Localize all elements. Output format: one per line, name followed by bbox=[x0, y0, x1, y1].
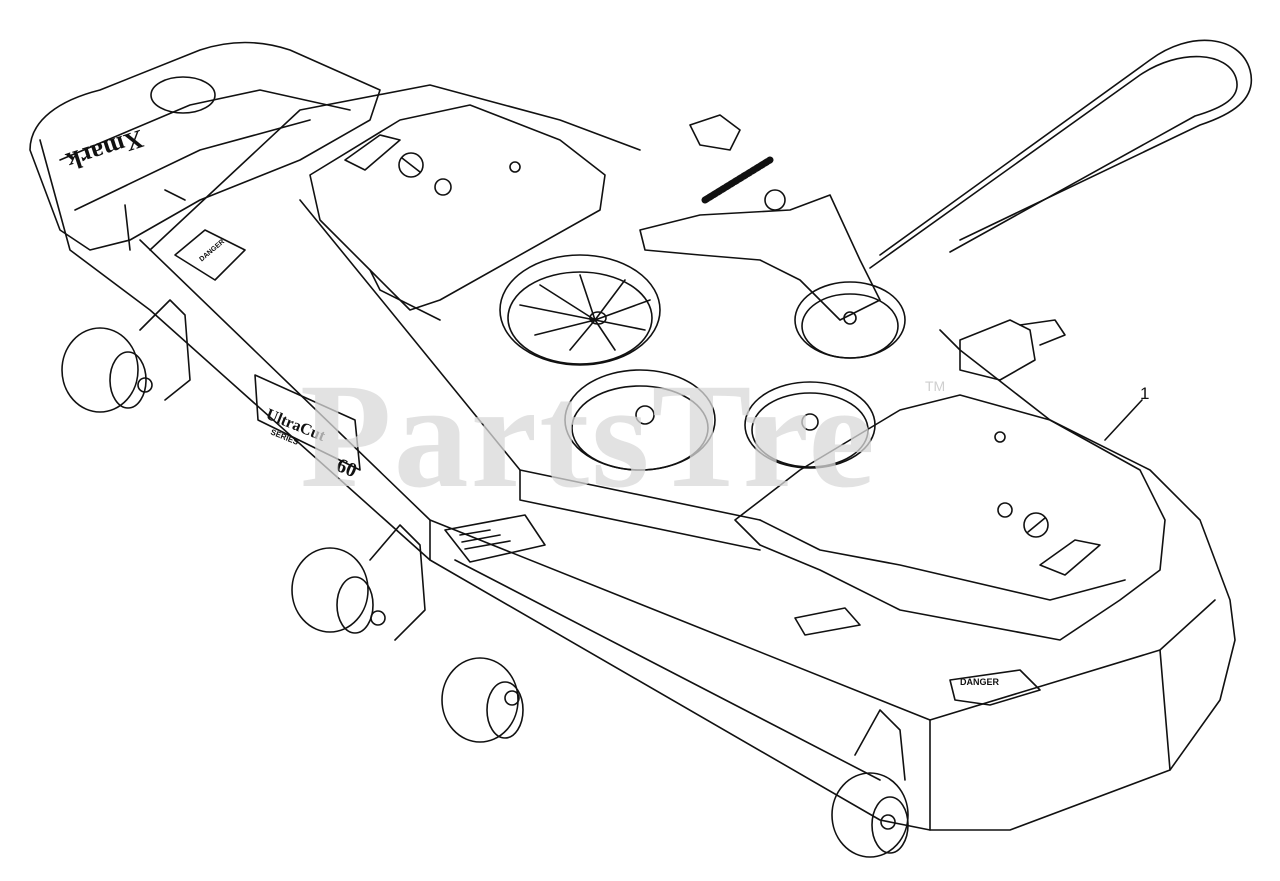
instruction-label-1 bbox=[444, 514, 546, 563]
pulley-left bbox=[499, 254, 661, 366]
instruction-label-2 bbox=[794, 607, 861, 636]
wheel-rear-left bbox=[61, 327, 153, 413]
brand-decal: Xmark bbox=[62, 124, 147, 176]
callout-number: 1 bbox=[1140, 384, 1150, 403]
model-decal bbox=[254, 374, 361, 471]
left-cover bbox=[29, 41, 381, 251]
warning-decal-right bbox=[949, 669, 1041, 706]
pulley-right bbox=[744, 381, 876, 469]
right-bracket bbox=[959, 319, 1066, 381]
idler-arm bbox=[639, 156, 881, 321]
wheel-mounts bbox=[139, 299, 906, 781]
tension-bracket bbox=[689, 114, 741, 151]
pulley-center bbox=[564, 369, 716, 471]
drive-belt bbox=[869, 39, 1253, 269]
callout-leader-line bbox=[1104, 399, 1143, 441]
wheel-front-left bbox=[441, 657, 524, 743]
left-belt-cover bbox=[309, 104, 606, 321]
warning-decal-left-text: DANGER bbox=[198, 238, 226, 263]
wheel-front-right bbox=[831, 772, 909, 858]
idler-pulley bbox=[794, 281, 906, 359]
wheel-middle-left bbox=[291, 547, 386, 634]
deck-body bbox=[39, 84, 1236, 831]
warning-decal-left bbox=[174, 229, 246, 281]
warning-decal-right-text: DANGER bbox=[960, 677, 1000, 687]
brand-badge-icon bbox=[150, 76, 216, 114]
watermark-trademark: TM bbox=[925, 378, 946, 394]
right-belt-cover bbox=[734, 394, 1166, 641]
